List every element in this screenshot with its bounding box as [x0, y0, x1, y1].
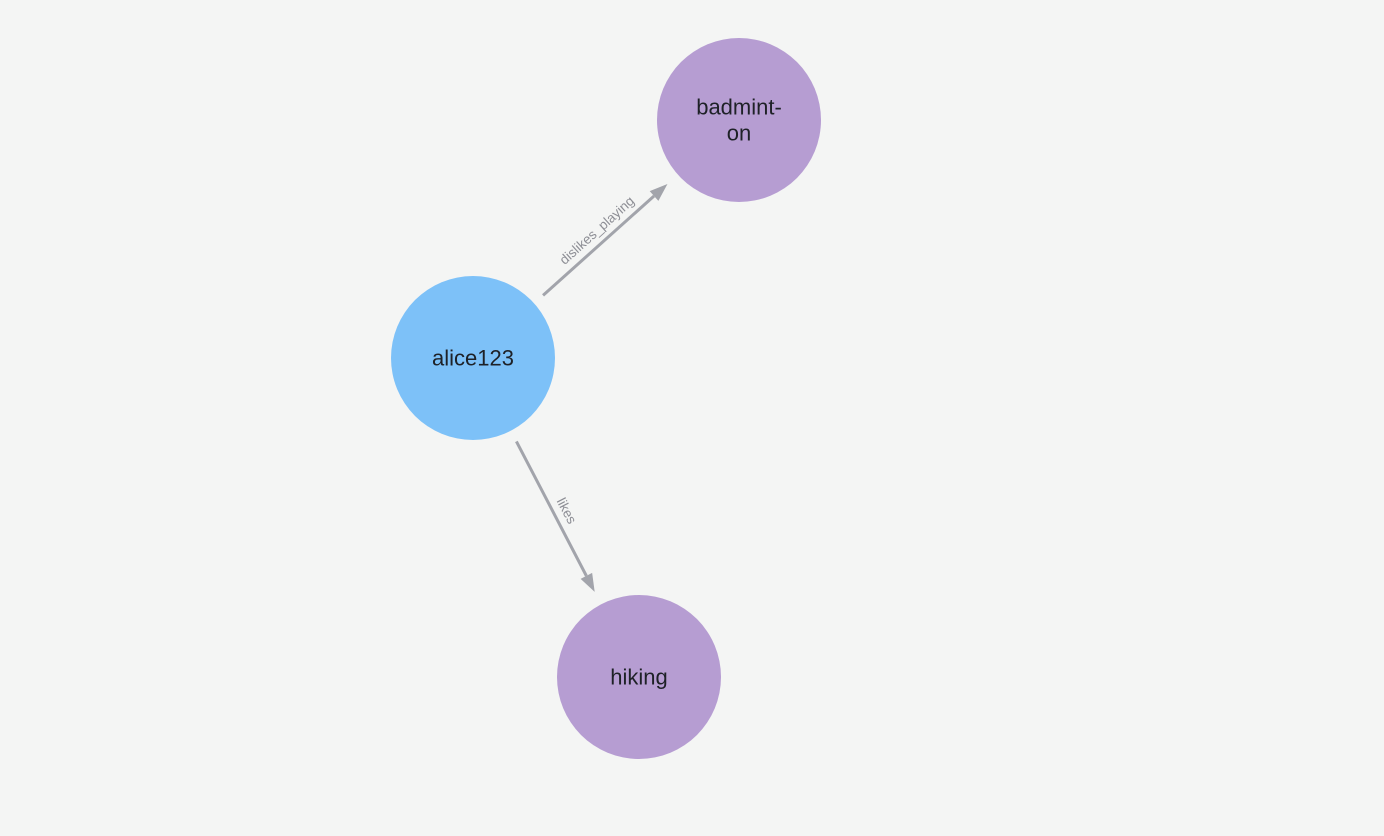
node-label: badmint-on	[696, 95, 782, 146]
node-alice123[interactable]: alice123	[391, 276, 555, 440]
node-circle	[657, 38, 821, 202]
node-circle	[391, 276, 555, 440]
node-badminton[interactable]: badmint-on	[657, 38, 821, 202]
arrowhead-icon	[649, 184, 668, 201]
edge-dislikes_playing[interactable]: dislikes_playing	[542, 184, 668, 297]
node-label: hiking	[610, 665, 667, 690]
edge-label: dislikes_playing	[557, 193, 637, 267]
node-hiking[interactable]: hiking	[557, 595, 721, 759]
arrowhead-icon	[580, 572, 595, 592]
node-circle	[557, 595, 721, 759]
edge-line	[542, 194, 656, 297]
node-label: alice123	[432, 346, 514, 371]
edge-line	[515, 440, 588, 577]
edge-likes[interactable]: likes	[515, 440, 595, 592]
